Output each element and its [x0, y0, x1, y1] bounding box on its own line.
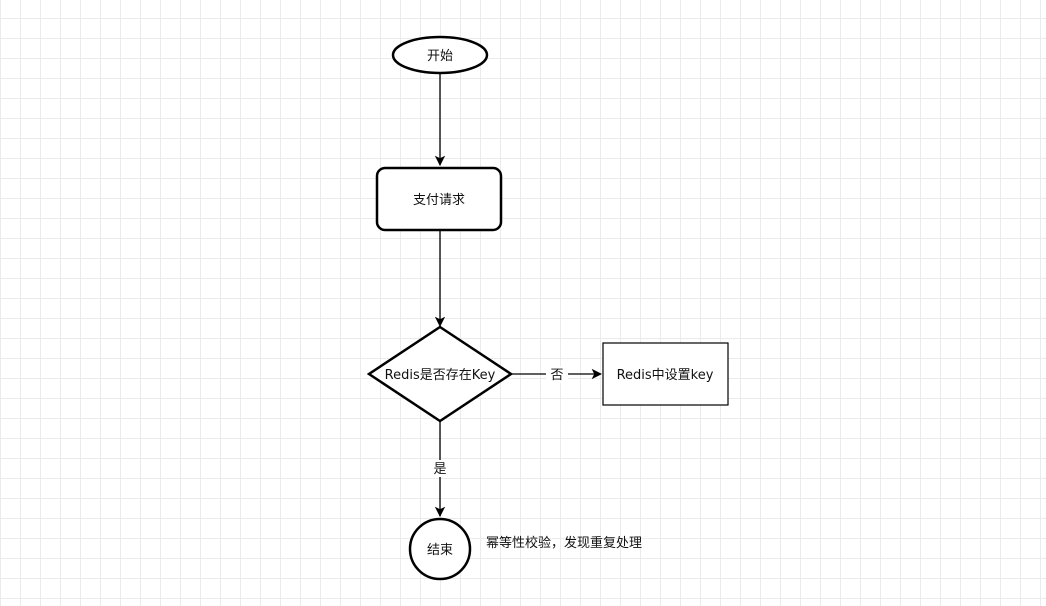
payment-request-box	[375, 166, 503, 232]
set-key-box	[602, 342, 729, 406]
end-node[interactable]: 结束	[408, 517, 472, 581]
edge-label-no: 否	[550, 368, 563, 383]
edge-label-no-bg	[546, 366, 568, 383]
set-key-node[interactable]: Redis中设置key	[602, 342, 729, 406]
decision-label: Redis是否存在Key	[385, 368, 496, 383]
start-label: 开始	[427, 49, 453, 64]
decision-node[interactable]: Redis是否存在Key	[366, 325, 514, 423]
annotation-text: 幂等性校验，发现重复处理	[486, 535, 642, 551]
start-node[interactable]: 开始	[391, 35, 489, 75]
start-ellipse	[391, 35, 489, 75]
set-key-label: Redis中设置key	[617, 368, 714, 383]
end-circle	[408, 517, 472, 581]
payment-request-label: 支付请求	[413, 193, 465, 208]
edge-label-yes-bg	[429, 460, 451, 477]
edge-label-yes: 是	[433, 462, 446, 477]
payment-request-node[interactable]: 支付请求	[375, 166, 503, 232]
decision-diamond	[366, 325, 514, 423]
end-label: 结束	[427, 543, 453, 558]
